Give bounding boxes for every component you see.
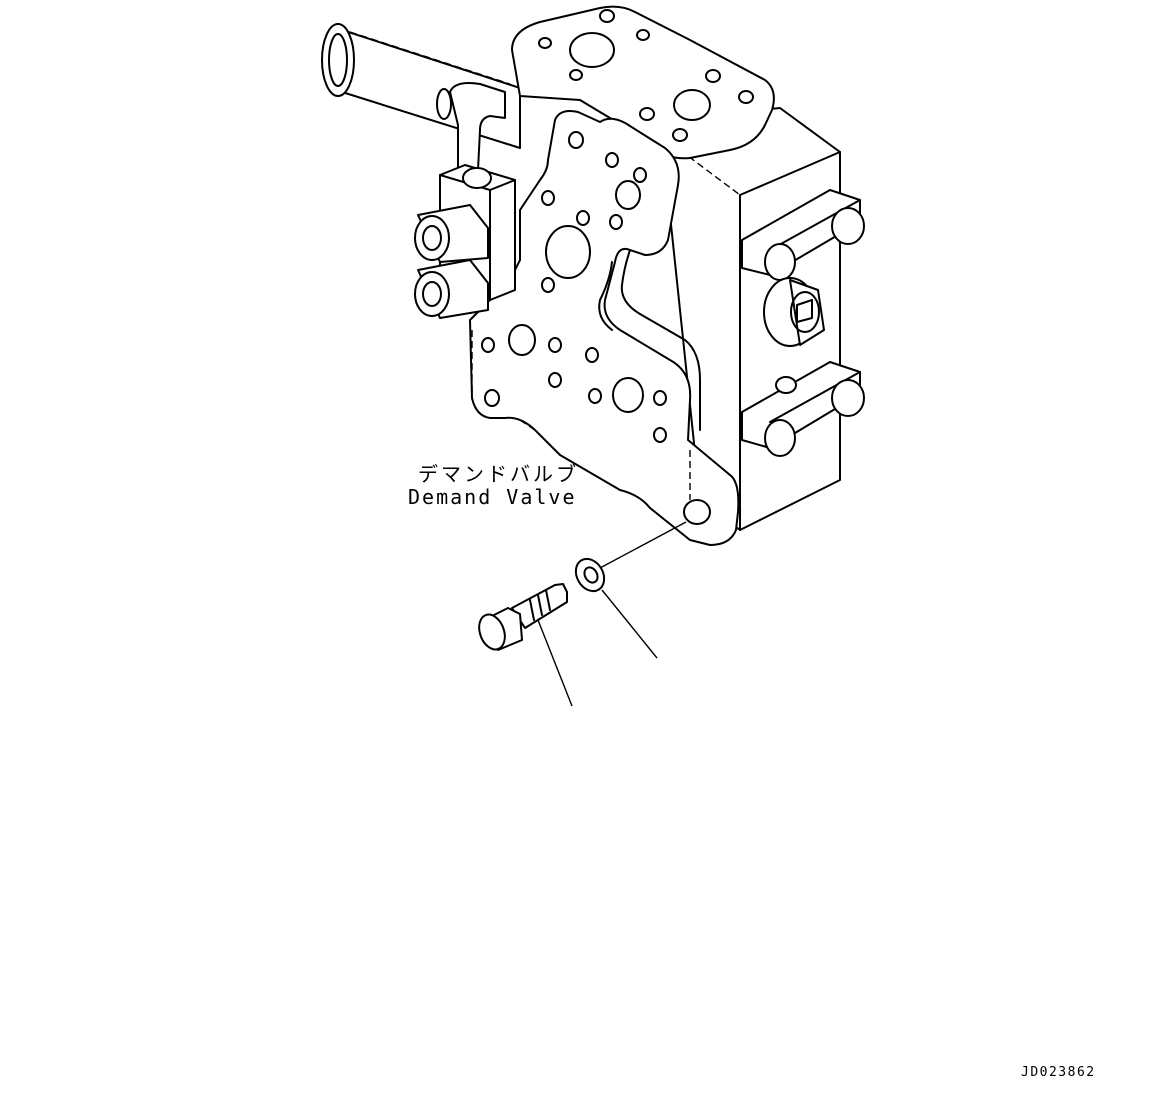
washer-leader-line	[601, 589, 658, 659]
left-port-block	[414, 164, 516, 319]
part-label-en: Demand Valve	[408, 485, 577, 509]
top-flange-plate	[511, 5, 775, 160]
washer	[574, 557, 606, 593]
elbow-fitting	[436, 82, 506, 171]
drawing-id: JD023862	[1021, 1065, 1096, 1080]
assembly-center-line	[599, 521, 687, 569]
demand-valve-body	[321, 5, 865, 546]
part-label-jp: デマンドバルブ	[418, 462, 579, 486]
right-side-fittings	[741, 189, 865, 457]
main-mounting-plate	[469, 110, 740, 546]
valve-pipe	[321, 23, 521, 149]
bolt	[478, 583, 568, 651]
bolt-leader-line	[537, 619, 573, 707]
